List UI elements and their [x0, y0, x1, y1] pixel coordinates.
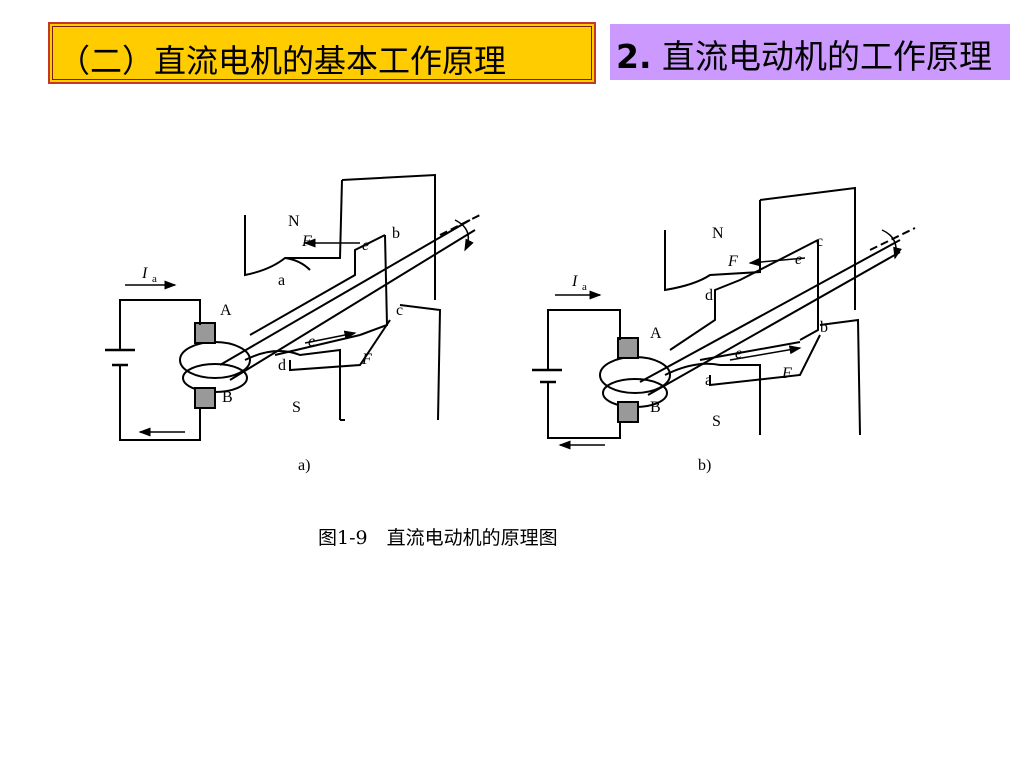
label-current-sub-b: a [582, 281, 587, 293]
label-emf-bot-a: e [308, 333, 315, 350]
section-title: （二）直流电机的基本工作原理 [58, 42, 507, 80]
pole-s-a [244, 348, 341, 420]
brush-b-top [617, 337, 639, 359]
pole-n-a [244, 179, 343, 277]
label-brush-b-a: B [222, 389, 233, 406]
diagram-b [532, 186, 916, 450]
label-emf-top-b: e [795, 251, 802, 268]
pole-s-b-right [819, 318, 861, 436]
label-brush-a-a: A [220, 302, 232, 319]
label-coil-c-b: c [816, 233, 823, 250]
pole-n-a-right [341, 173, 436, 300]
subtitle: 2. 直流电动机的工作原理 [616, 32, 1008, 82]
coil-b [669, 239, 819, 351]
label-coil-c-a: c [396, 302, 403, 319]
label-coil-d-a: d [278, 357, 286, 374]
motor-diagram: N S I a A B a b c d F e F e a) [105, 173, 916, 474]
label-pole-s-b: S [712, 413, 721, 430]
label-brush-a-b: A [650, 325, 662, 342]
figure-caption: 图1-9 直流电动机的原理图 [318, 527, 558, 549]
subtitle-number: 2. [616, 37, 652, 76]
commutator-a [179, 341, 251, 379]
pole-n-b [664, 200, 761, 292]
label-pole-s-a: S [292, 399, 301, 416]
pole-n-b-right [759, 186, 856, 310]
brush-a-top [194, 322, 216, 344]
label-force-bot-a: F [361, 351, 372, 368]
label-pole-n-b: N [712, 225, 724, 242]
brush-b-bot [617, 401, 639, 423]
label-current-sub-a: a [152, 273, 157, 285]
shaft-a [219, 219, 471, 366]
label-current-b: I [571, 273, 578, 290]
shaft-b [639, 239, 901, 383]
label-diagram-b: b) [698, 457, 711, 474]
pole-s-a-right [399, 304, 442, 421]
label-force-bot-b: F [781, 365, 792, 382]
diagram-b-labels: N S I a A B a b c d F e F e b) [571, 225, 828, 474]
label-pole-n-a: N [288, 213, 300, 230]
label-coil-d-b: d [705, 287, 713, 304]
label-brush-b-b: B [650, 399, 661, 416]
coil-a [249, 234, 386, 336]
circuit-b [547, 309, 621, 370]
label-current-a: I [141, 265, 148, 282]
diagram-a [105, 173, 481, 441]
subtitle-box [610, 24, 1010, 80]
label-coil-a-a: a [278, 272, 285, 289]
brush-a-bot [194, 387, 216, 409]
label-diagram-a: a) [298, 457, 310, 474]
section-title-box: （二）直流电机的基本工作原理 [48, 22, 596, 84]
subtitle-label: 直流电动机的工作原理 [662, 37, 992, 76]
label-emf-top-a: e [362, 237, 369, 254]
diagram-a-labels: N S I a A B a b c d F e F e a) [141, 213, 403, 474]
circuit-a [119, 299, 201, 350]
label-force-top-a: F [301, 233, 312, 250]
label-force-top-b: F [727, 253, 738, 270]
commutator-b [599, 356, 671, 394]
label-coil-b-a: b [392, 225, 400, 242]
label-emf-bot-b: e [735, 345, 742, 362]
label-coil-b-b: b [820, 319, 828, 336]
label-coil-a-b: a [705, 372, 712, 389]
